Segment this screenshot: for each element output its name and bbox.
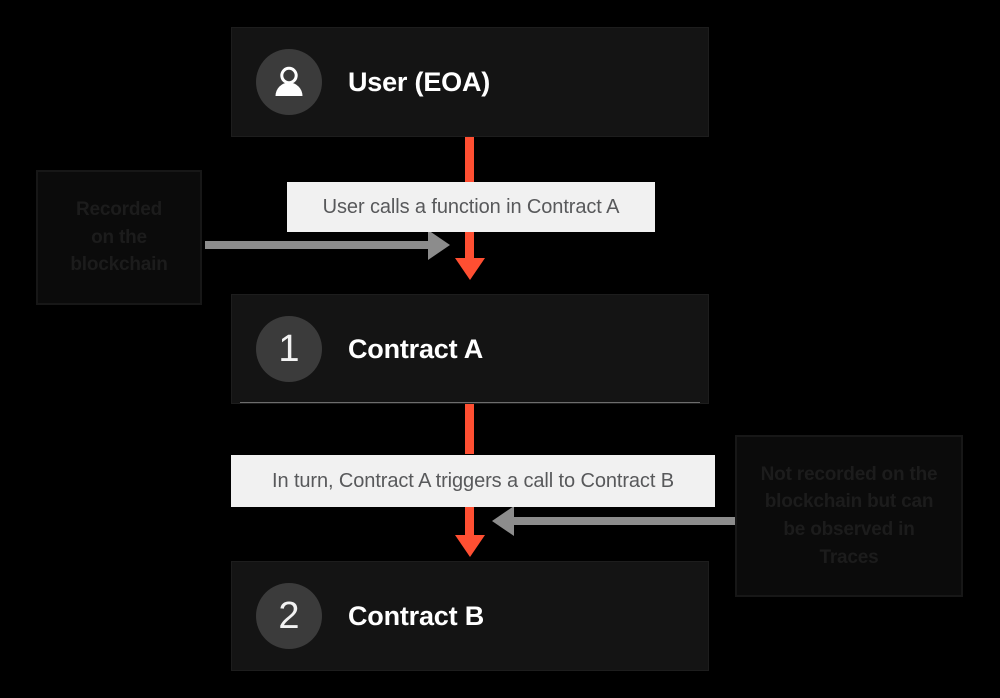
annotation-not-recorded-line3: be observed in — [783, 519, 915, 540]
orange-connector-contract-a-to-b-lower — [465, 506, 474, 537]
gray-arrowhead-left — [492, 506, 514, 536]
gray-arrow-right-shaft — [513, 517, 735, 525]
user-avatar-badge — [256, 49, 322, 115]
orange-connector-user-to-contract-a-upper — [465, 136, 474, 188]
annotation-recorded-line3: blockchain — [70, 254, 168, 276]
node-contract-b-title: Contract B — [348, 600, 485, 631]
contract-a-number: 1 — [278, 328, 300, 370]
annotation-not-recorded: Not recorded on the blockchain but can b… — [735, 435, 963, 597]
node-contract-b[interactable]: 2 Contract B — [231, 561, 709, 671]
gray-arrowhead-right — [428, 230, 450, 260]
orange-connector-contract-a-to-b-upper — [465, 404, 474, 454]
contract-a-number-badge: 1 — [256, 316, 322, 382]
annotation-not-recorded-line2: blockchain but can — [764, 491, 934, 513]
node-contract-a[interactable]: 1 Contract A — [231, 294, 709, 404]
caption-user-calls-text: User calls a function in Contract A — [322, 195, 620, 218]
node-user-title: User (EOA) — [348, 66, 491, 97]
contract-b-number-badge: 2 — [256, 583, 322, 649]
person-icon — [275, 66, 303, 96]
contract-b-number: 2 — [278, 595, 300, 637]
node-contract-a-title: Contract A — [348, 333, 484, 364]
node-contract-a-underline — [240, 402, 700, 403]
caption-contract-triggers-text: In turn, Contract A triggers a call to C… — [272, 469, 674, 492]
caption-user-calls: User calls a function in Contract A — [287, 182, 655, 232]
annotation-recorded-line2: on the — [91, 226, 147, 248]
caption-contract-triggers: In turn, Contract A triggers a call to C… — [231, 455, 715, 507]
node-user[interactable]: User (EOA) — [231, 27, 709, 137]
annotation-not-recorded-line4: Traces — [819, 546, 879, 568]
orange-arrowhead-to-contract-a — [455, 258, 485, 280]
annotation-recorded: Recorded on the blockchain — [36, 170, 202, 305]
gray-arrow-left-shaft — [205, 241, 430, 249]
orange-connector-user-to-contract-a-lower — [465, 228, 474, 260]
annotation-recorded-line1: Recorded — [75, 199, 163, 221]
orange-arrowhead-to-contract-b — [455, 535, 485, 557]
annotation-not-recorded-line1: Not recorded on the — [760, 463, 938, 485]
